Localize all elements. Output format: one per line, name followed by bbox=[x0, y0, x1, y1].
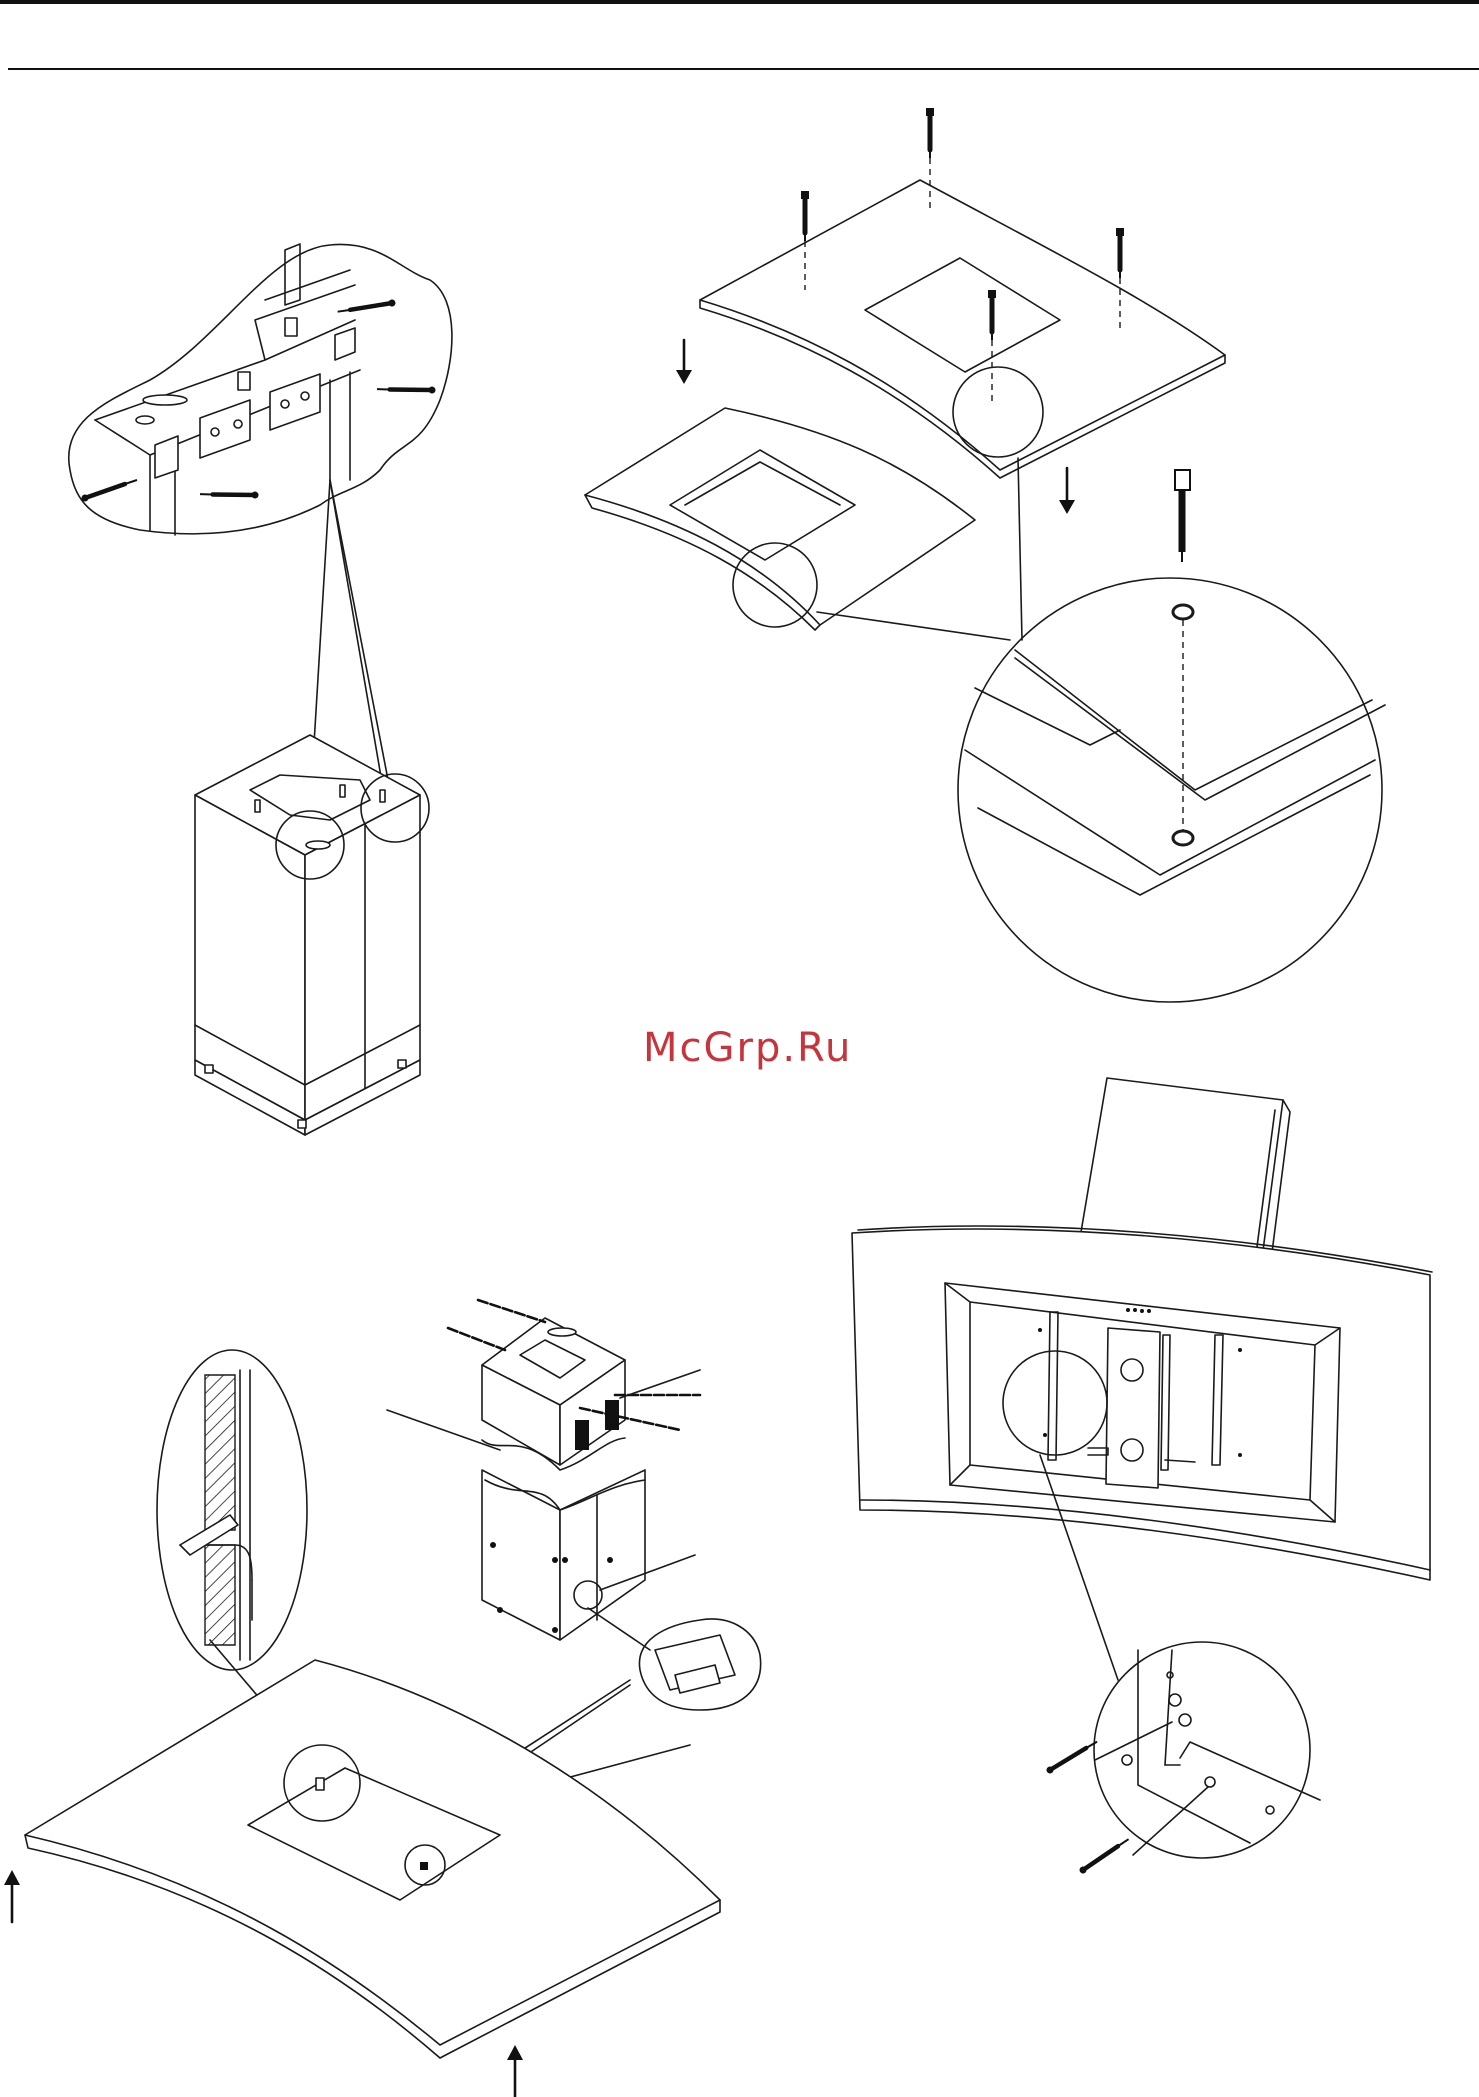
chimney-bracket-figure bbox=[69, 244, 452, 1135]
chimney-canopy-figure bbox=[4, 1300, 761, 2097]
watermark: McGrp.Ru bbox=[643, 1025, 852, 1071]
hood-back-figure bbox=[852, 1078, 1432, 1874]
ceiling-plate-figure bbox=[585, 108, 1385, 1002]
bracket-zoom-bubble bbox=[1094, 1642, 1310, 1858]
